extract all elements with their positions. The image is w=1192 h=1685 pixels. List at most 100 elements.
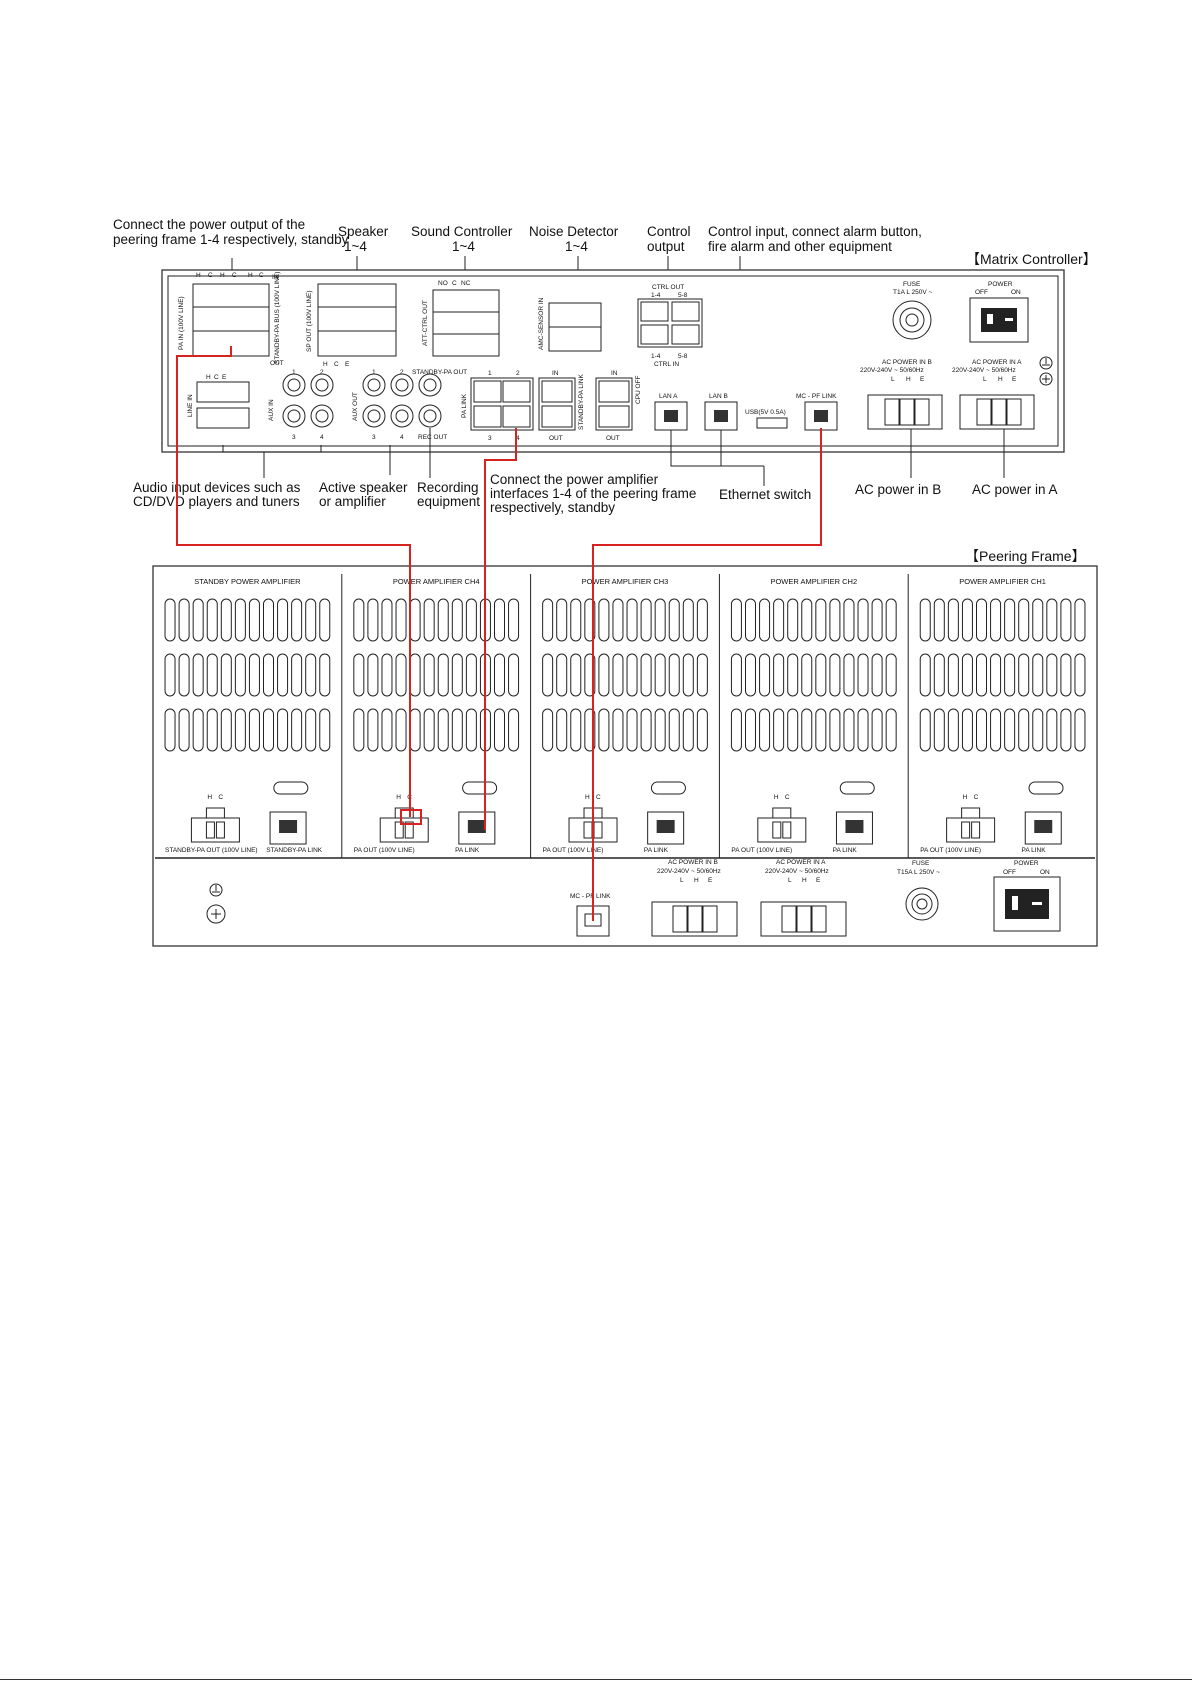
callout-control-output-2: output xyxy=(647,239,685,254)
wire-mc-pf-link xyxy=(592,428,822,921)
pa-link-label: STANDBY-PA LINK xyxy=(266,847,323,854)
pa-link-label: PA LINK xyxy=(1021,847,1046,854)
lan-a-label: LAN A xyxy=(659,393,678,400)
pa-in-h3: H xyxy=(248,272,253,279)
pa-in-h: H xyxy=(196,272,201,279)
pa-in-out-label: OUT xyxy=(270,360,284,367)
callout-speaker: Speaker xyxy=(338,224,389,239)
pa-link-label: PA LINK xyxy=(455,847,480,854)
frame-title: 【Peering Frame】 xyxy=(965,548,1086,564)
att-no: NO xyxy=(438,280,448,287)
callout-active-speaker-2: or amplifier xyxy=(319,494,386,509)
ac-a-spec: 220V-240V ~ 50/60Hz xyxy=(952,367,1016,374)
frame-power-on: ON xyxy=(1040,869,1050,876)
page-bottom-rule xyxy=(0,1679,1192,1680)
usb-label: USB(5V 0.5A) xyxy=(745,409,786,416)
pa-out-label: PA OUT (100V LINE) xyxy=(920,847,981,854)
ctrl-in-label: CTRL IN xyxy=(654,361,679,368)
module-name: STANDBY POWER AMPLIFIER xyxy=(194,577,301,586)
module-h: H xyxy=(585,794,590,801)
standby-pa-link-block: IN OUT STANDBY-PA LINK xyxy=(538,370,585,442)
frame-ac-a-e: E xyxy=(816,877,821,884)
aux-out-1: 1 xyxy=(372,369,376,376)
module-h: H xyxy=(774,794,779,801)
module-name: POWER AMPLIFIER CH4 xyxy=(393,577,480,586)
power-label: POWER xyxy=(988,281,1013,288)
att-ctrl-out-label: ATT-CTRL OUT xyxy=(422,300,429,346)
pa-link-label: PA LINK xyxy=(644,847,669,854)
pa-in-c: C xyxy=(208,272,213,279)
pa-link-3: 3 xyxy=(488,435,492,442)
frame-mc-pf-link-label: MC - PF LINK xyxy=(570,893,611,900)
callout-audio-input-2: CD/DVD players and tuners xyxy=(133,494,300,509)
vent-grille xyxy=(353,598,520,752)
standby-pa-out-label: STANDBY-PA OUT xyxy=(412,369,467,376)
sp-out-c: C xyxy=(334,361,339,368)
controller-title: 【Matrix Controller】 xyxy=(966,251,1097,267)
callout-noise-detector-range: 1~4 xyxy=(565,239,588,254)
callout-leaders-bottom xyxy=(222,428,1005,486)
ac-power-in-b: AC POWER IN B 220V-240V ~ 50/60Hz L H E xyxy=(860,359,943,430)
standby-in-label: IN xyxy=(552,370,559,377)
fuse-rating: T1A L 250V ~ xyxy=(893,289,933,296)
frame-power-switch: POWER OFF ON xyxy=(993,860,1061,932)
callout-pa-interfaces-2: interfaces 1-4 of the peering frame xyxy=(490,486,696,501)
pa-link-port xyxy=(269,811,307,845)
pa-link-port xyxy=(458,811,496,845)
ac-b-h: H xyxy=(906,376,911,383)
pa-link-label: PA LINK xyxy=(461,393,468,418)
aux-out-4: 4 xyxy=(400,434,404,441)
ac-b-l: L xyxy=(891,376,895,383)
pa-link-1: 1 xyxy=(488,370,492,377)
ac-a-h: H xyxy=(998,376,1003,383)
aux-out-jacks: AUX OUT 1 2 3 4 STANDBY-PA OUT REC OUT xyxy=(352,369,467,441)
cpu-off-label: CPU OFF xyxy=(635,375,642,404)
sp-out-terminal: SP OUT (100V LINE) H C E xyxy=(306,283,397,368)
controller-fuse: FUSE T1A L 250V ~ xyxy=(892,281,933,340)
pa-out-label: PA OUT (100V LINE) xyxy=(354,847,415,854)
sp-out-label: SP OUT (100V LINE) xyxy=(306,290,313,352)
callout-control-input-1: Control input, connect alarm button, xyxy=(708,224,922,239)
module-c: C xyxy=(596,794,601,801)
frame-ac-a-label: AC POWER IN A xyxy=(776,859,826,866)
power-on: ON xyxy=(1011,289,1021,296)
pa-in-in-label: IN xyxy=(272,274,279,281)
pa-in-c3: C xyxy=(259,272,264,279)
frame-ac-a-h: H xyxy=(802,877,807,884)
frame-ac-a-l: L xyxy=(788,877,792,884)
module-name: POWER AMPLIFIER CH1 xyxy=(959,577,1046,586)
ac-a-label: AC POWER IN A xyxy=(972,359,1022,366)
vent-grille xyxy=(542,598,708,752)
frame-fuse-label: FUSE xyxy=(912,860,930,867)
red-wires xyxy=(176,346,822,921)
callout-sound-controller: Sound Controller xyxy=(411,224,513,239)
frame-ac-b-spec: 220V-240V ~ 50/60Hz xyxy=(657,868,721,875)
pa-link-port xyxy=(1024,811,1062,845)
aux-in-3: 3 xyxy=(292,434,296,441)
sp-out-e: E xyxy=(345,361,350,368)
pa-in-h2: H xyxy=(220,272,225,279)
pa-in-c2: C xyxy=(232,272,237,279)
att-c: C xyxy=(452,280,457,287)
frame-ac-b-l: L xyxy=(680,877,684,884)
pa-link-port xyxy=(835,811,873,845)
amc-sensor-in-terminal: AMC-SENSOR IN xyxy=(538,297,602,352)
frame-ac-power-in-b: AC POWER IN B 220V-240V ~ 50/60Hz L H E xyxy=(651,859,738,937)
module-c: C xyxy=(785,794,790,801)
callout-recording-2: equipment xyxy=(417,494,480,509)
aux-out-label: AUX OUT xyxy=(352,392,359,421)
pa-in-terminal: H C H C H C IN PA IN (100V LINE) STANDBY… xyxy=(178,272,284,367)
pa-in-label: PA IN (100V LINE) xyxy=(178,296,185,350)
rec-out-label: REC OUT xyxy=(418,434,447,441)
wire-standby-pa-bus xyxy=(176,346,411,817)
standby-pa-bus-label: STANDBY-PA BUS (100V LINE) xyxy=(274,272,281,364)
wire-pa-link-4 xyxy=(484,428,517,830)
pa-link-2: 2 xyxy=(516,370,520,377)
pa-link-4: 4 xyxy=(516,435,520,442)
callout-speaker-range: 1~4 xyxy=(344,239,367,254)
